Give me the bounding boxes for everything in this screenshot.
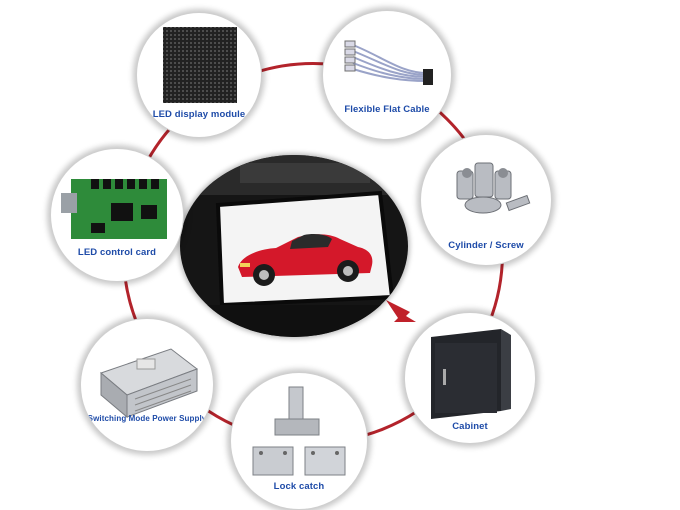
label-flexible-flat-cable: Flexible Flat Cable <box>344 104 430 115</box>
cabinet-icon <box>431 329 511 419</box>
label-cabinet: Cabinet <box>452 421 488 432</box>
node-led-display-module: LED display module <box>136 12 262 138</box>
label-lock-catch: Lock catch <box>273 481 325 492</box>
led-module-panel-icon <box>163 27 237 103</box>
control-card-icon <box>61 179 167 239</box>
pointer-arrow <box>386 300 416 322</box>
label-led-control-card: LED control card <box>77 247 157 258</box>
led-screen-illustration <box>180 155 408 337</box>
node-flexible-flat-cable: Flexible Flat Cable <box>322 10 452 140</box>
lock-catch-icon <box>252 386 346 476</box>
node-switching-power-supply: Switching Mode Power Supply <box>80 318 214 452</box>
power-supply-icon <box>100 348 199 419</box>
label-led-display-module: LED display module <box>152 109 246 120</box>
node-led-control-card: LED control card <box>50 148 184 282</box>
ribbon-cable-icon <box>344 40 433 85</box>
label-switching-power-supply: Switching Mode Power Supply <box>87 414 207 423</box>
cylinder-screw-icon <box>456 162 531 214</box>
node-cabinet: Cabinet <box>404 312 536 444</box>
node-lock-catch: Lock catch <box>230 372 368 510</box>
label-cylinder-screw: Cylinder / Screw <box>448 240 524 251</box>
center-led-screen <box>180 155 408 337</box>
node-cylinder-screw: Cylinder / Screw <box>420 134 552 266</box>
